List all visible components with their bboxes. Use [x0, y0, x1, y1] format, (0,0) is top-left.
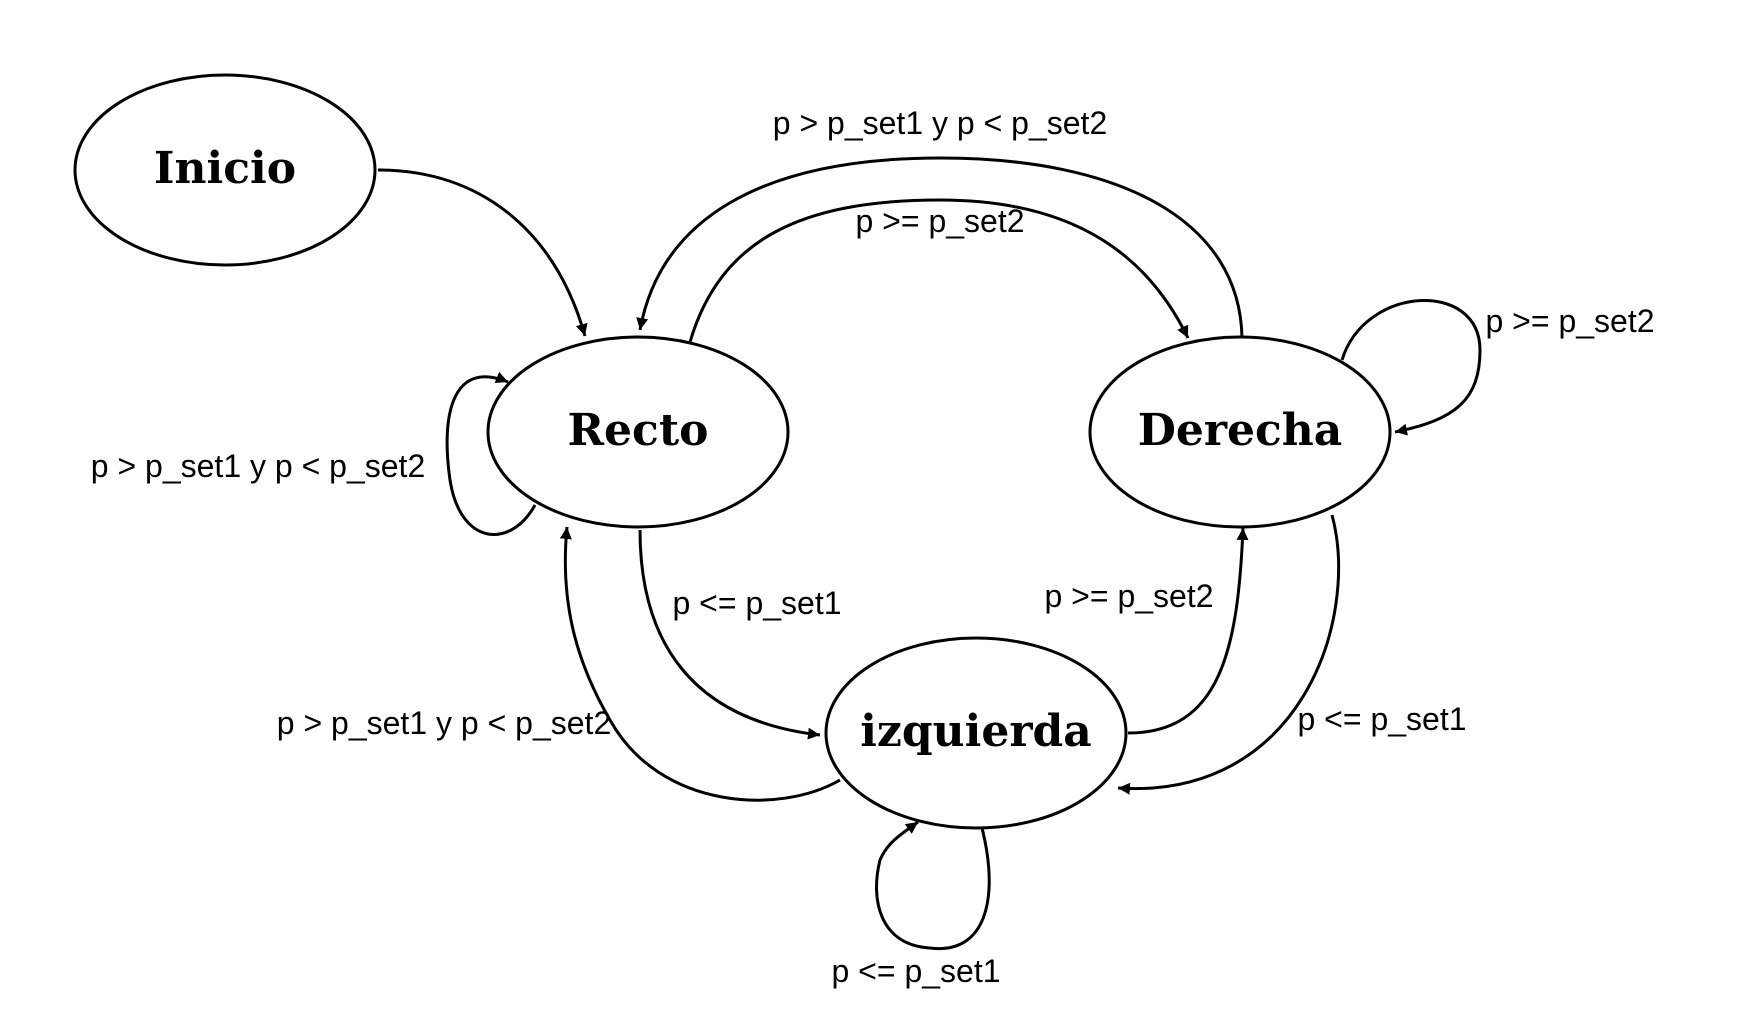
edge-izquierda-derecha [1127, 527, 1249, 735]
edges [377, 156, 1482, 951]
label-derecha-self: p >= p_set2 [1485, 303, 1654, 339]
state-inicio: Inicio [73, 73, 377, 267]
state-recto-label: Recto [567, 405, 708, 456]
edge-recto-derecha [688, 198, 1190, 343]
state-inicio-label: Inicio [154, 143, 296, 194]
state-recto-shape [486, 335, 790, 529]
edge-recto-izquierda [638, 529, 821, 740]
state-recto: Recto [486, 335, 790, 529]
state-inicio-shape [73, 73, 377, 267]
edge-derecha-recto [636, 156, 1244, 339]
edge-derecha-self [1340, 298, 1482, 436]
state-izquierda-shape [824, 636, 1128, 830]
edge-labels: p > p_set1 y p < p_set2 p >= p_set2 p > … [91, 105, 1655, 989]
label-recto-izquierda: p <= p_set1 [672, 585, 841, 621]
state-derecha: Derecha [1088, 335, 1392, 529]
label-derecha-izquierda: p <= p_set1 [1297, 701, 1466, 737]
edge-izquierda-self [875, 820, 991, 951]
edge-recto-self [445, 371, 537, 536]
state-izquierda-label: izquierda [860, 706, 1092, 757]
label-izquierda-recto: p > p_set1 y p < p_set2 [277, 705, 611, 741]
state-izquierda: izquierda [824, 636, 1128, 830]
state-derecha-label: Derecha [1138, 405, 1343, 456]
label-izquierda-derecha: p >= p_set2 [1044, 578, 1213, 614]
label-izquierda-self: p <= p_set1 [831, 953, 1000, 989]
state-derecha-shape [1088, 335, 1392, 529]
label-derecha-recto: p > p_set1 y p < p_set2 [773, 105, 1107, 141]
edge-izquierda-recto [559, 526, 841, 802]
label-recto-derecha: p >= p_set2 [855, 203, 1024, 239]
edge-derecha-izquierda [1117, 514, 1340, 795]
label-recto-self: p > p_set1 y p < p_set2 [91, 448, 425, 484]
edge-inicio-recto [377, 168, 588, 337]
